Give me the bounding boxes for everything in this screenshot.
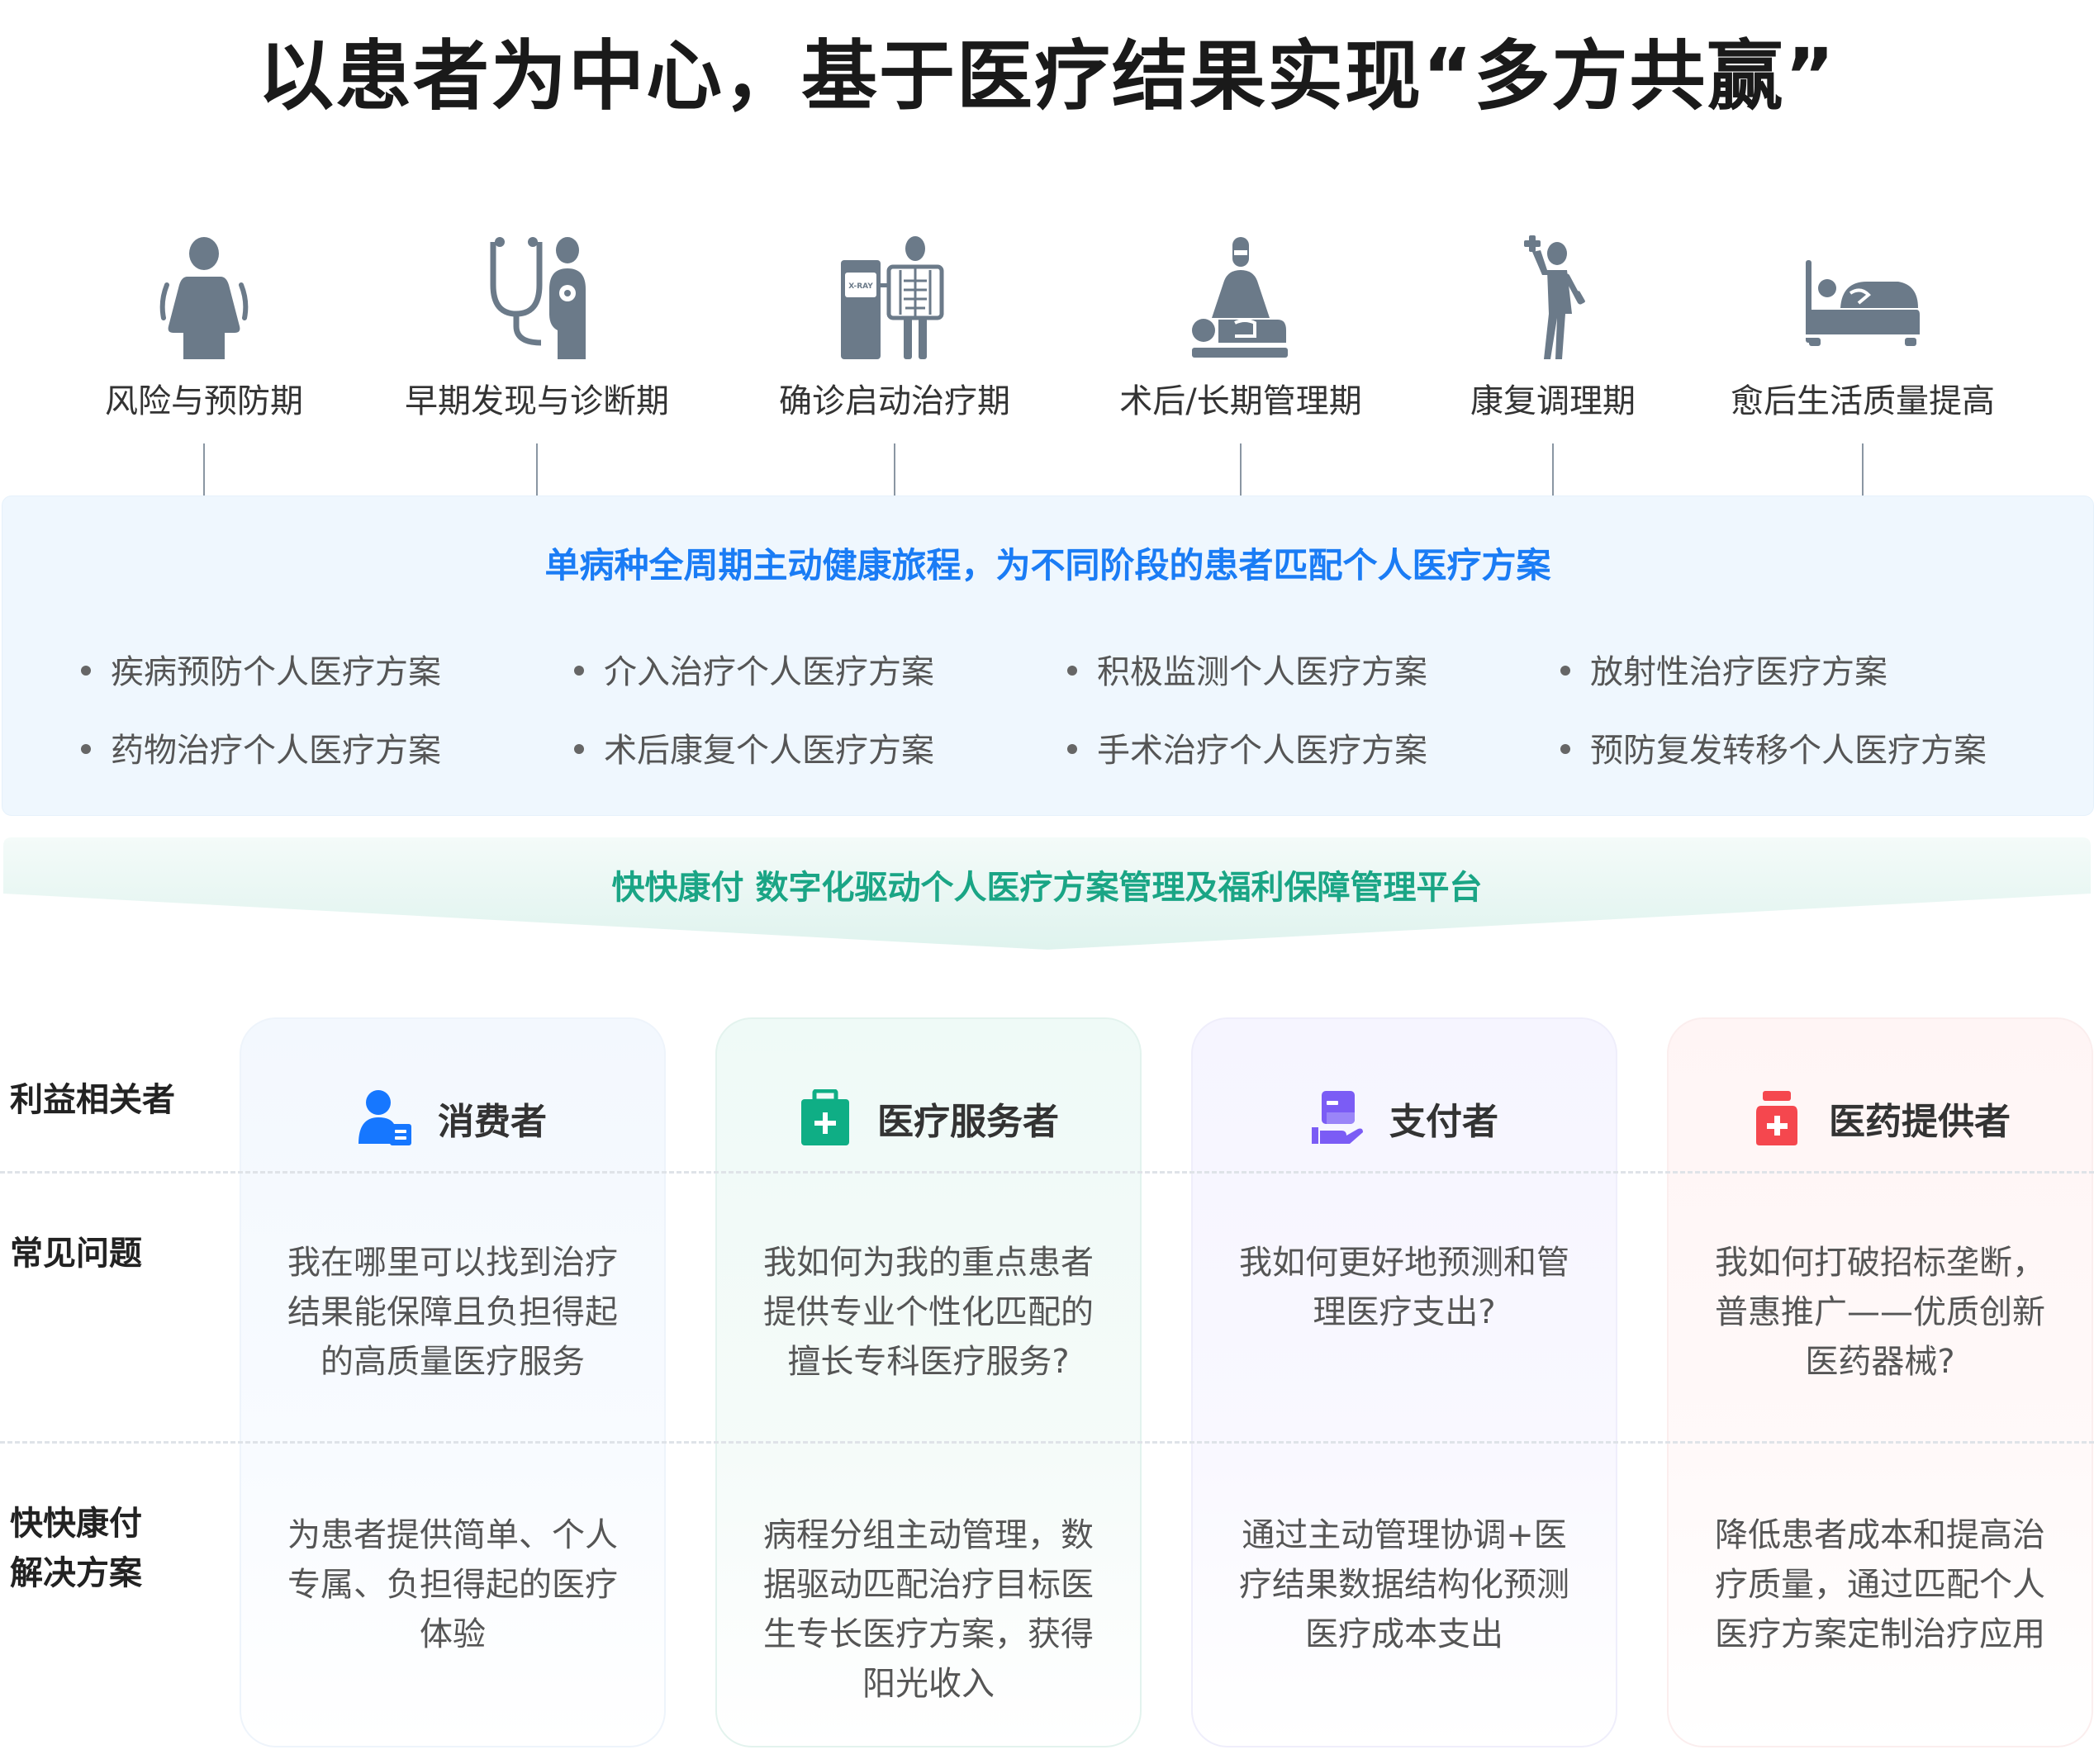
row-label-solution-1: 快快康付 [10,1505,142,1543]
stakeholder-name: 医疗服务者 [877,1101,1059,1143]
journey-title: 单病种全周期主动健康旅程，为不同阶段的患者匹配个人医疗方案 [544,545,1551,586]
stage-label: 术后/长期管理期 [1119,382,1362,420]
platform-chevron-shape [3,837,2091,950]
plan-item: 积极监测个人医疗方案 [1067,645,1427,693]
row-label-questions: 常见问题 [10,1235,142,1273]
plan-item: 药物治疗个人医疗方案 [81,723,441,771]
stakeholder-name: 支付者 [1389,1101,1498,1143]
stage-quality-of-life: 愈后生活质量提高 [1689,235,2036,518]
page-title: 以患者为中心，基于医疗结果实现“多方共赢” [258,32,1836,121]
platform-title: 快快康付 数字化驱动个人医疗方案管理及福利保障管理平台 [611,869,1483,907]
card-header: 医疗服务者 [717,1077,1140,1159]
stethoscope-icon [490,237,586,359]
card-header: 消费者 [241,1077,664,1159]
medical-kit-icon [801,1089,849,1145]
plan-item: 术后康复个人医疗方案 [574,723,934,771]
stakeholder-question: 我如何打破招标垄断，普惠推广——优质创新医药器械? [1715,1244,2045,1381]
platform-banner: 快快康付 数字化驱动个人医疗方案管理及福利保障管理平台 [0,826,2094,958]
stage-label: 愈后生活质量提高 [1731,382,1995,420]
dumbbell-exercise-icon [1524,235,1585,359]
stakeholder-card-payer: 支付者 我如何更好地预测和管理医疗支出? 通过主动管理协调+医疗结果数据结构化预… [1191,1017,1617,1747]
plan-item: 手术治疗个人医疗方案 [1067,723,1427,771]
stakeholder-card-pharma: 医药提供者 我如何打破招标垄断，普惠推广——优质创新医药器械? 降低患者成本和提… [1667,1017,2093,1747]
stakeholder-solution: 降低患者成本和提高治疗质量，通过匹配个人医疗方案定制治疗应用 [1715,1516,2045,1653]
stakeholder-name: 消费者 [438,1101,547,1143]
stakeholder-card-consumer: 消费者 我在哪里可以找到治疗结果能保障且负担得起的高质量医疗服务 为患者提供简单… [240,1017,666,1747]
stage-treatment-start: X-RAY 确诊启动治疗期 [721,235,1068,518]
stakeholder-question: 我如何为我的重点患者提供专业个性化匹配的擅长专科医疗服务? [763,1244,1094,1381]
stakeholder-name: 医药提供者 [1829,1101,2011,1143]
plan-item: 放射性治疗医疗方案 [1560,645,1887,693]
row-label-stakeholders: 利益相关者 [10,1081,175,1119]
stage-label: 确诊启动治疗期 [779,382,1010,420]
stage-label: 风险与预防期 [105,382,303,420]
plan-item: 介入治疗个人医疗方案 [574,645,934,693]
stakeholder-solution: 通过主动管理协调+医疗结果数据结构化预测医疗成本支出 [1239,1516,1569,1653]
stage-label: 早期发现与诊断期 [405,382,669,420]
plan-item: 疾病预防个人医疗方案 [81,645,441,693]
xray-icon: X-RAY [841,236,944,359]
row-divider [0,1441,2094,1444]
stakeholder-question: 我在哪里可以找到治疗结果能保障且负担得起的高质量医疗服务 [287,1244,618,1381]
medicine-bottle-icon [1756,1091,1797,1145]
doctor-patient-icon [1192,237,1288,358]
stakeholder-question: 我如何更好地预测和管理医疗支出? [1239,1244,1569,1331]
stage-early-diagnosis: 早期发现与诊断期 [363,235,710,518]
stakeholder-solution: 病程分组主动管理，数据驱动匹配治疗目标医生专长医疗方案，获得阳光收入 [763,1516,1094,1703]
stage-risk-prevention: 风险与预防期 [31,235,377,518]
person-icon [159,237,249,359]
plan-item: 预防复发转移个人医疗方案 [1560,723,1987,771]
stakeholder-solution: 为患者提供简单、个人专属、负担得起的医疗体验 [287,1516,618,1653]
stage-label: 康复调理期 [1470,382,1636,420]
row-label-solution-2: 解决方案 [10,1554,142,1592]
stage-post-surgery: 术后/长期管理期 [1067,235,1414,518]
card-header: 医药提供者 [1669,1077,2092,1159]
patient-journey-stages: 风险与预防期 早期发现与诊断期 X-RAY [0,235,2094,518]
card-header: 支付者 [1193,1077,1616,1159]
payer-hand-icon [1312,1091,1363,1144]
svg-text:X-RAY: X-RAY [848,282,873,291]
row-divider [0,1171,2094,1174]
health-journey-panel: 单病种全周期主动健康旅程，为不同阶段的患者匹配个人医疗方案 疾病预防个人医疗方案… [2,496,2094,816]
consumer-icon [358,1090,411,1145]
stage-rehabilitation: 康复调理期 [1379,235,1726,518]
stakeholder-card-provider: 医疗服务者 我如何为我的重点患者提供专业个性化匹配的擅长专科医疗服务? 病程分组… [715,1017,1142,1747]
hospital-bed-icon [1806,260,1920,346]
